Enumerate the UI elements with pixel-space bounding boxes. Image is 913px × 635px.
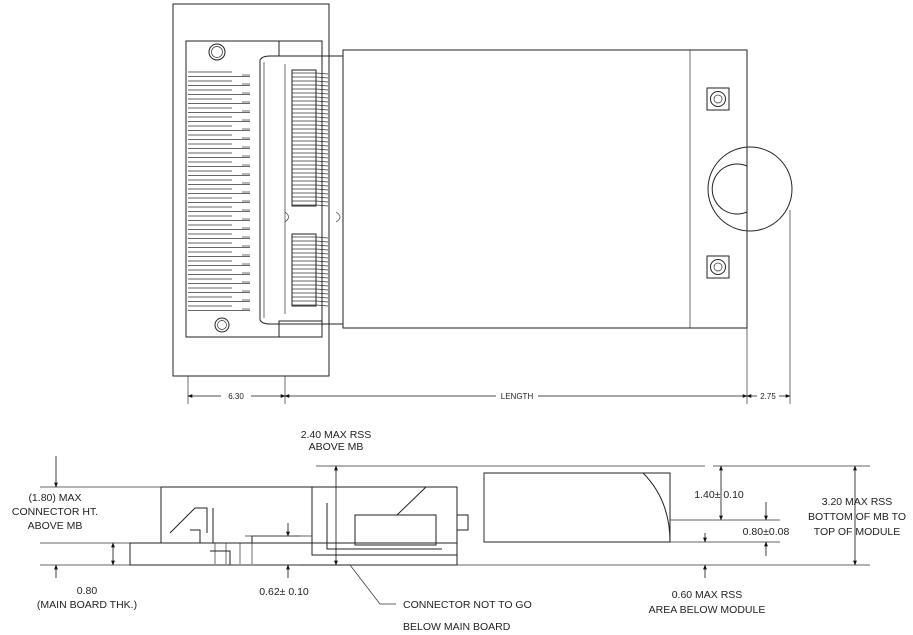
dim-080-label: 0.80±0.08: [743, 526, 790, 538]
module-card: [343, 50, 747, 328]
rss-total-label-1: 3.20 MAX RSS: [822, 496, 893, 508]
connector-height-label-2: CONNECTOR HT.: [12, 506, 98, 518]
top-view: 6.30 LENGTH 2.75: [173, 4, 792, 404]
dim-2-75-label: 2.75: [760, 392, 776, 401]
dim-length-label: LENGTH: [501, 392, 534, 401]
connector-pins-left: [188, 72, 250, 311]
board-thickness-label-1: 0.80: [77, 585, 98, 597]
rss-below-label-1: 0.60 MAX RSS: [672, 589, 743, 601]
connector-height-label-1: (1.80) MAX: [28, 492, 81, 504]
module-side: [484, 473, 670, 542]
connector-pins-right: [292, 70, 328, 306]
dim-140-label: 1.40± 0.10: [694, 489, 744, 501]
main-board: [130, 543, 457, 565]
mounting-hole-top-icon: [209, 44, 225, 60]
board-thickness-label-2: (MAIN BOARD THK.): [37, 599, 137, 611]
rf-connector-bottom-icon: [707, 256, 729, 278]
connector-note-label-2: BELOW MAIN BOARD: [403, 621, 511, 633]
rss-total-label-2: BOTTOM OF MB TO: [808, 511, 906, 523]
rss-above-mb-label-1: 2.40 MAX RSS: [301, 429, 372, 441]
rf-connector-top-icon: [707, 88, 729, 110]
dim-062-label: 0.62± 0.10: [259, 586, 309, 598]
rss-below-label-2: AREA BELOW MODULE: [649, 604, 766, 616]
connector-note-label-1: CONNECTOR NOT TO GO: [403, 599, 532, 611]
rss-above-mb-label-2: ABOVE MB: [309, 441, 364, 453]
dim-6-30-label: 6.30: [228, 392, 244, 401]
side-view: 2.40 MAX RSS ABOVE MB (1.80) MAX CONNECT…: [12, 429, 906, 633]
rss-total-label-3: TOP OF MODULE: [814, 526, 901, 538]
mounting-hole-bottom-icon: [215, 318, 229, 332]
connector-top-tab: [279, 41, 322, 56]
connector-height-label-3: ABOVE MB: [28, 520, 83, 532]
screw-notch-icon: [708, 147, 792, 231]
connector-bottom-tab: [279, 321, 322, 337]
connector-body: [173, 4, 329, 376]
